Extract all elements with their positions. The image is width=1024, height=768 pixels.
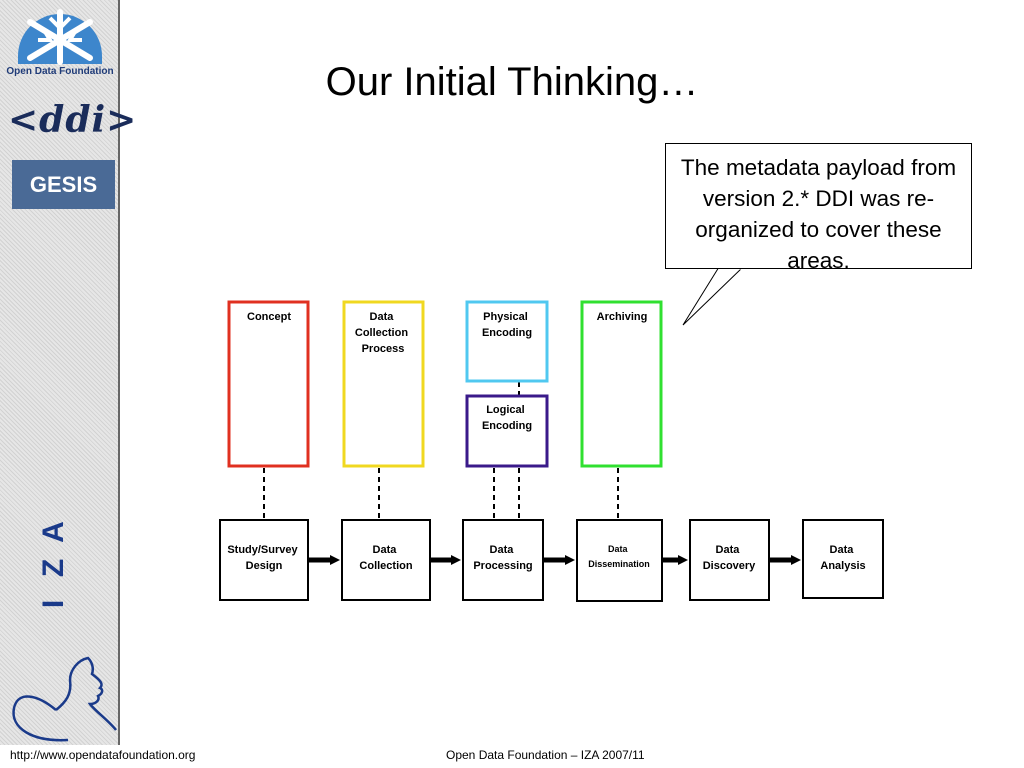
callout-box: The metadata payload from version 2.* DD… <box>665 143 972 273</box>
data-collection-box <box>341 519 431 601</box>
snowflake-icon <box>18 9 102 65</box>
logical-encoding-box <box>465 394 549 468</box>
concept-box <box>227 300 310 468</box>
archiving-label: Archiving <box>597 311 648 323</box>
sidebar: Open Data Foundation <ddi> GESIS A Z I <box>0 0 136 745</box>
footer-url[interactable]: http://www.opendatafoundation.org <box>10 748 196 762</box>
gesis-logo: GESIS <box>12 160 115 209</box>
data-collection-process-label: Data Collection Process <box>355 311 411 355</box>
data-processing-label: Data Processing <box>473 544 532 572</box>
data-discovery-box <box>689 519 770 601</box>
concept-label: Concept <box>247 311 291 323</box>
data-analysis-box <box>802 519 884 599</box>
footer-center: Open Data Foundation – IZA 2007/11 <box>446 748 645 762</box>
data-processing-box <box>462 519 544 601</box>
slide-title: Our Initial Thinking… <box>325 60 699 104</box>
open-data-foundation-logo-text: Open Data Foundation <box>6 66 114 77</box>
physical-encoding-label: Physical Encoding <box>482 311 532 339</box>
study-survey-design-box <box>219 519 309 601</box>
iza-profile-icon <box>12 656 117 742</box>
data-dissemination-label: Data Dissemination <box>588 544 650 569</box>
logical-encoding-label: Logical Encoding <box>482 404 532 432</box>
data-analysis-label: Data Analysis <box>820 544 865 572</box>
data-discovery-label: Data Discovery <box>703 544 756 572</box>
study-survey-design-label: Study/Survey Design <box>227 544 300 572</box>
data-dissemination-box <box>576 519 663 602</box>
data-collection-label: Data Collection <box>359 544 412 572</box>
archiving-box <box>580 300 663 468</box>
data-collection-process-box <box>342 300 425 468</box>
physical-encoding-box <box>465 300 549 383</box>
